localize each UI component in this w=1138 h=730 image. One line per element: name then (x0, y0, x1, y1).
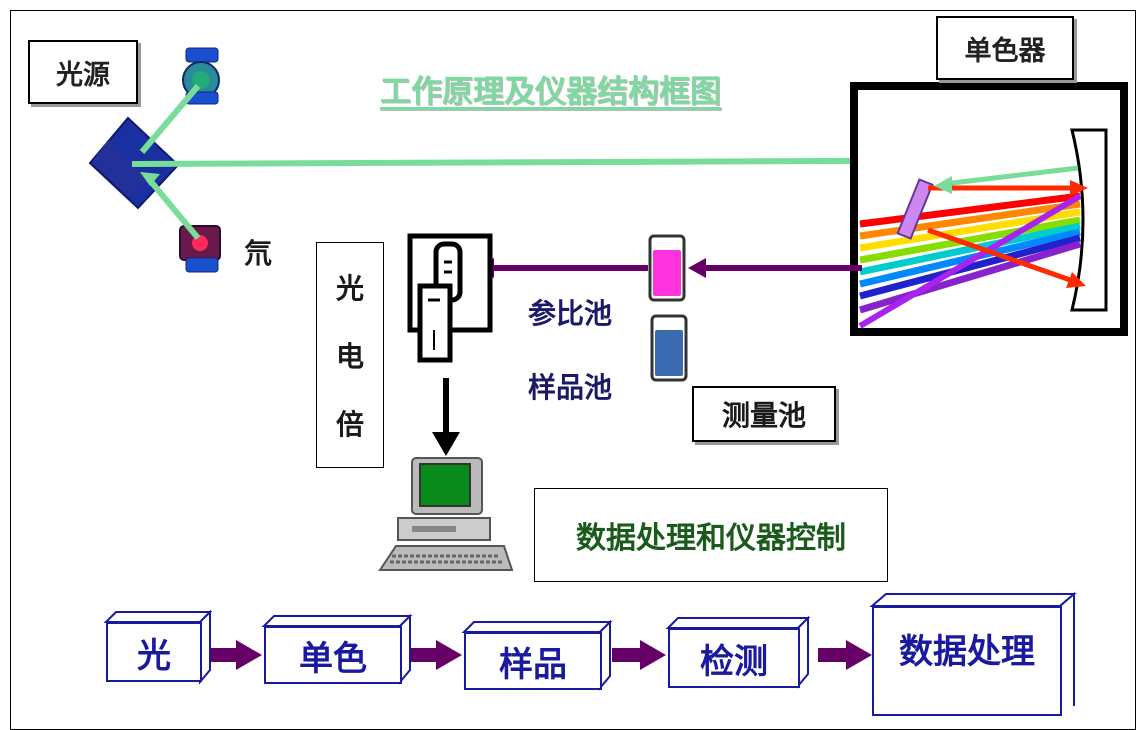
flow-step-light-label: 光 (106, 622, 202, 682)
pmt-char-1: 光 (335, 272, 364, 305)
flow-arrows (210, 640, 872, 670)
spectrum-rays (858, 192, 1082, 329)
illustration (88, 47, 1128, 706)
light-source-label: 光源 (28, 40, 138, 104)
grating (896, 178, 934, 240)
deuterium-lamp-icon (179, 225, 221, 273)
measurement-cell-label: 测量池 (692, 386, 836, 442)
photomultiplier-icon (407, 233, 493, 363)
diagram-canvas: 工作原理及仪器结构框图 光源 单色器 氘 光 电 倍 参比池 样品池 测量池 数… (10, 10, 1136, 730)
beam-tungsten (139, 84, 201, 154)
pmt-char-3: 倍 (335, 408, 364, 441)
photomultiplier-label: 光 电 倍 (316, 242, 384, 468)
deuterium-lamp-label: 氘 (244, 237, 273, 270)
monochromator-label: 单色器 (936, 16, 1074, 80)
pmt-char-2: 电 (335, 340, 364, 373)
flow-step-sample-label: 样品 (464, 632, 602, 690)
reference-cell-label: 参比池 (528, 297, 613, 330)
computer-icon (378, 457, 514, 571)
page-title: 工作原理及仪器结构框图 (380, 74, 721, 110)
sample-cell-label: 样品池 (528, 371, 613, 404)
flow-step-data-label: 数据处理 (872, 606, 1062, 716)
reference-cell-icon (648, 234, 686, 302)
concave-mirror (1070, 128, 1108, 312)
sample-cell-icon (650, 314, 688, 382)
flow-step-mono-label: 单色 (264, 626, 402, 684)
beam-deuterium (145, 176, 201, 240)
flow-step-detect-label: 检测 (668, 628, 800, 688)
data-control-label: 数据处理和仪器控制 (534, 488, 888, 582)
